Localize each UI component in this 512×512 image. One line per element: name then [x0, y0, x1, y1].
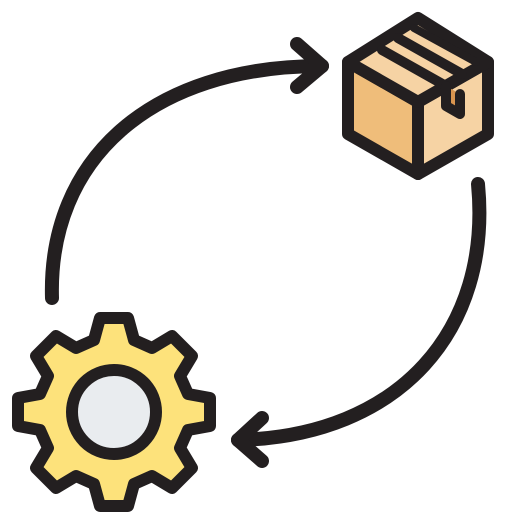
box-tape-line-2	[393, 33, 467, 79]
arrow-arc-top	[44, 59, 329, 305]
arrow-head-bottom	[231, 411, 269, 468]
package-box-icon	[342, 12, 494, 180]
gear-icon	[12, 312, 216, 512]
box-tape-flap	[441, 81, 465, 119]
box-top-face	[342, 12, 494, 108]
gear-center-hole	[66, 364, 162, 460]
arrow-head-top	[290, 37, 329, 94]
cycle-arrows-icon	[44, 37, 487, 468]
box-tape-line-1	[377, 45, 451, 91]
arrow-arc-bottom	[231, 177, 487, 447]
box-tape-line-3	[410, 24, 480, 66]
